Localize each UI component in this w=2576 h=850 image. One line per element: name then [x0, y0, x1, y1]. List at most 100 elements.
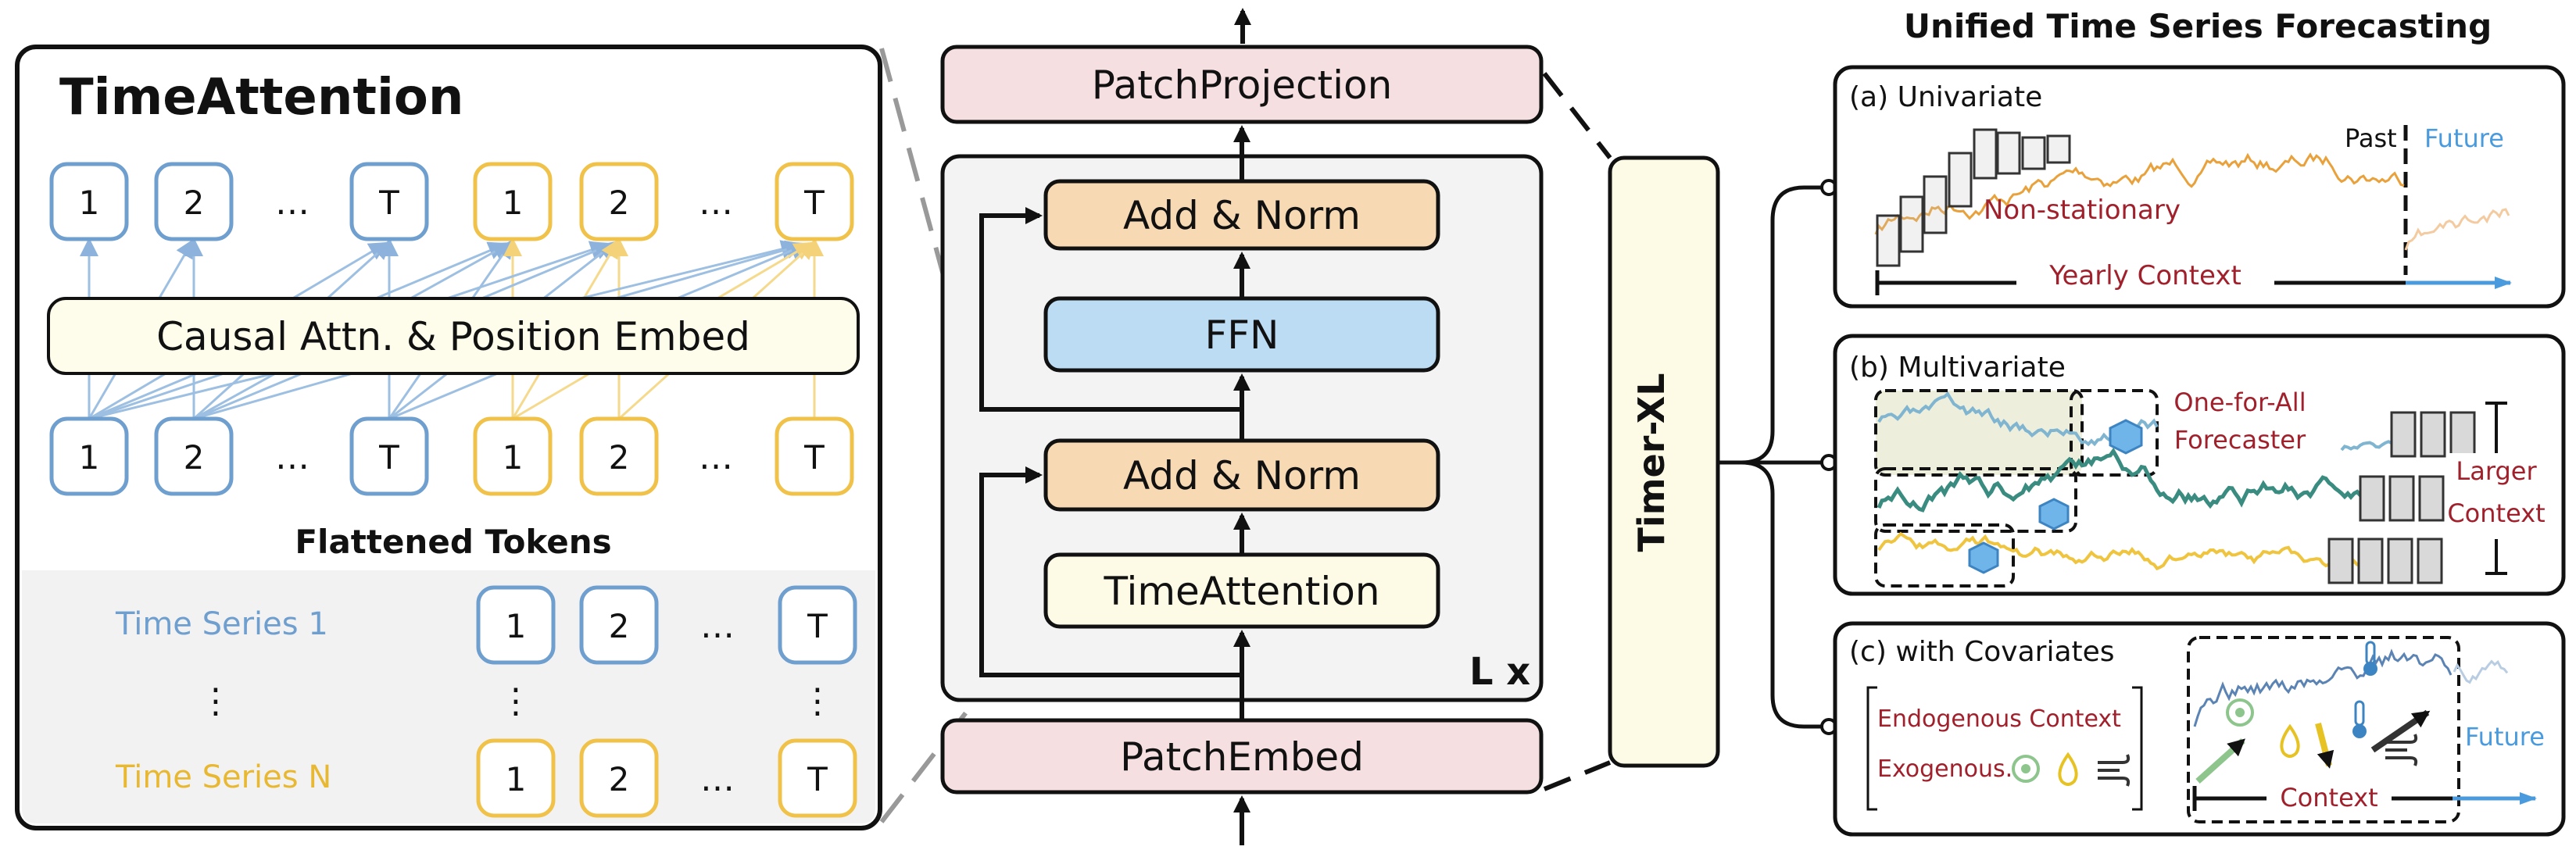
bottom-ellipsis: … — [275, 438, 309, 477]
patch-box — [2420, 411, 2446, 458]
flattened-tokens-label: Flattened Tokens — [295, 523, 611, 561]
series1-token-label: T — [807, 607, 828, 645]
patch-box — [1923, 175, 1948, 234]
time-attention-label: TimeAttention — [1103, 569, 1379, 614]
top-token-box — [473, 162, 553, 241]
thermometer-icon — [2363, 641, 2377, 676]
bottom-token-box — [579, 416, 659, 496]
add-norm-top-box — [1043, 179, 1440, 251]
forecasting-title: Unified Time Series Forecasting — [1904, 7, 2492, 45]
patch-box — [1996, 131, 2021, 175]
branch-univariate — [1719, 185, 1826, 465]
univariate-title: (a) Univariate — [1849, 81, 2042, 113]
patch-box — [2357, 538, 2384, 584]
cube-icon — [2109, 419, 2143, 455]
sun-icon — [2012, 755, 2040, 783]
sun-icon — [2226, 698, 2254, 727]
patch-embed-label: PatchEmbed — [1120, 734, 1364, 780]
bottom-token-box — [473, 416, 553, 496]
series1-token-box — [778, 585, 857, 665]
bottom-token-label: T — [378, 438, 399, 477]
panel-title: TimeAttention — [59, 69, 463, 127]
timer-xl-label: Timer-XL — [1630, 373, 1673, 552]
seriesN-token-label: T — [807, 760, 828, 798]
non-stationary-patches — [1876, 128, 2071, 267]
exogenous-label: Exogenous. — [1877, 755, 2012, 783]
causal-attention-label: Causal Attn. & Position Embed — [156, 314, 750, 359]
wind-icon — [2098, 754, 2131, 787]
bottom-token-label: 2 — [609, 438, 630, 477]
future-label: Future — [2424, 123, 2504, 153]
multivariate-series-yellow — [1877, 531, 2367, 571]
timer-xl-box — [1608, 155, 1720, 768]
bottom-token-label: T — [803, 438, 825, 477]
sun-effect-arrow — [2195, 738, 2245, 784]
ffn-box — [1043, 296, 1440, 373]
bottom-token-box — [49, 416, 129, 496]
wind-icon — [2385, 734, 2418, 766]
bottom-token-label: 1 — [79, 438, 100, 477]
cube-icon — [2038, 498, 2070, 530]
patch-box — [1876, 214, 1901, 267]
top-token-label: T — [378, 184, 399, 222]
patch-box — [2387, 538, 2413, 584]
past-label: Past — [2345, 123, 2397, 153]
top-ellipsis: … — [699, 183, 733, 223]
covariate-endogenous-series — [2193, 648, 2453, 727]
multivariate-patches — [2327, 411, 2476, 584]
non-stationary-label: Non-stationary — [1984, 195, 2181, 226]
ffn-label: FFN — [1205, 312, 1279, 358]
top-ellipsis: … — [275, 183, 309, 223]
covariates-title: (c) with Covariates — [1849, 636, 2115, 668]
wind-effect-arrow — [2370, 709, 2431, 753]
patch-box — [2359, 475, 2385, 522]
top-token-box — [154, 162, 234, 241]
add-norm-top-label: Add & Norm — [1123, 193, 1361, 238]
univariate-card: (a) Univariate Past Future Non-stationar… — [1833, 65, 2566, 309]
top-token-box — [775, 162, 854, 241]
patch-box — [2388, 475, 2415, 522]
legend-bracket-left — [1866, 686, 1877, 811]
endogenous-label: Endogenous Context — [1877, 705, 2121, 733]
patch-projection-box — [940, 45, 1544, 124]
top-token-label: 1 — [79, 184, 100, 222]
univariate-series-line — [1874, 152, 2405, 235]
series1-token-box — [476, 585, 556, 665]
patch-embed-box — [940, 718, 1544, 795]
patch-box — [1973, 128, 1998, 180]
bottom-token-box — [775, 416, 854, 496]
patch-projection-label: PatchProjection — [1092, 62, 1393, 108]
context-window-3 — [1874, 523, 2015, 588]
covariates-context-label: Context — [2280, 783, 2377, 812]
bottom-token-box — [154, 416, 234, 496]
top-token-label: 2 — [609, 184, 630, 222]
patch-box — [2021, 136, 2046, 170]
drop-icon — [2280, 723, 2300, 758]
zoom-line-embed — [1543, 760, 1612, 791]
series1-token-label: 1 — [506, 607, 527, 645]
patch-box — [2327, 538, 2354, 584]
repeat-count-label: L x — [1469, 650, 1530, 694]
covariates-card: (c) with Covariates Endogenous Context E… — [1833, 621, 2566, 837]
patch-box — [2046, 134, 2071, 164]
univariate-future-line — [2404, 208, 2510, 251]
drop-effect-arrow — [2315, 722, 2334, 769]
seriesN-token-box — [778, 738, 857, 818]
top-token-box — [349, 162, 429, 241]
patch-box — [2449, 411, 2476, 458]
top-token-box — [579, 162, 659, 241]
add-norm-bottom-label: Add & Norm — [1123, 453, 1361, 498]
vdots-col1: ⋮ — [499, 681, 533, 721]
larger-label: Larger — [2456, 456, 2537, 486]
series1-token-box — [579, 585, 659, 665]
patch-box — [2417, 538, 2443, 584]
one-for-all-label: One-for-All — [2174, 388, 2306, 417]
forecasting-panel: Unified Time Series Forecasting (a) Univ… — [1833, 7, 2566, 837]
